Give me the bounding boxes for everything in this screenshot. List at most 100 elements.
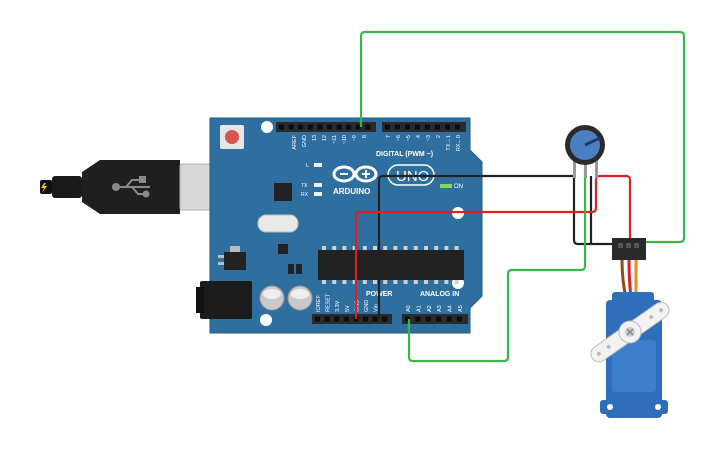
pin-hole[interactable] — [385, 124, 390, 130]
chip-pin — [434, 280, 439, 284]
digital-right-pin-label: TX→1 — [446, 135, 452, 151]
chip-pin — [342, 246, 347, 250]
analog-pin-label: A4 — [448, 305, 454, 312]
pin-hole[interactable] — [405, 316, 410, 322]
pin-hole[interactable] — [457, 316, 462, 322]
chip-pin — [352, 280, 357, 284]
servo-connector[interactable] — [612, 238, 646, 260]
chip-pin — [332, 280, 337, 284]
chip-pin — [393, 246, 398, 250]
digital-header-right — [382, 122, 466, 132]
digital-left-pin-label: 8 — [362, 135, 368, 138]
pin-hole[interactable] — [445, 124, 450, 130]
led-tx — [314, 183, 322, 187]
connector-pin — [618, 243, 623, 248]
digital-right-pin-label: ~6 — [396, 135, 402, 141]
analog-header-label: ANALOG IN — [420, 291, 459, 298]
mount-hole — [607, 404, 613, 410]
chip-pin — [393, 280, 398, 284]
chip-pin — [444, 246, 449, 250]
voltage-regulator — [224, 252, 246, 270]
pin-hole[interactable] — [363, 316, 368, 322]
pin-hole[interactable] — [425, 316, 431, 322]
analog-pin-label: A0 — [406, 305, 412, 312]
analog-pin-label: A5 — [458, 305, 464, 312]
regulator-pin — [218, 255, 224, 258]
power-pin-label: 5V — [345, 305, 351, 312]
chip-pin — [362, 280, 367, 284]
chip-pin — [322, 246, 326, 250]
digital-left-pin-label: GND — [302, 135, 308, 147]
pin-hole[interactable] — [315, 316, 320, 322]
pin-hole[interactable] — [446, 316, 452, 322]
pin-hole[interactable] — [336, 124, 342, 130]
pin-hole[interactable] — [395, 124, 400, 130]
potentiometer[interactable] — [565, 125, 605, 178]
digital-left-pin-label: 13 — [312, 135, 318, 141]
pin-hole[interactable] — [435, 124, 440, 130]
chip-pin — [332, 246, 337, 250]
pin-hole[interactable] — [279, 124, 284, 130]
status-leds: L TX RX ON — [301, 163, 463, 198]
pot-leg — [595, 160, 598, 178]
pin-hole[interactable] — [455, 124, 460, 130]
reset-button[interactable] — [225, 130, 239, 144]
power-pin-label: 3.3V — [335, 300, 341, 312]
pin-hole[interactable] — [436, 316, 442, 322]
digital-right-pin-label: 7 — [386, 135, 392, 138]
pin-hole[interactable] — [415, 124, 420, 130]
chip-pin — [424, 280, 428, 284]
pin-hole[interactable] — [343, 316, 349, 322]
pin-hole[interactable] — [405, 124, 410, 130]
servo-label-area — [612, 340, 656, 392]
pin-hole[interactable] — [346, 124, 352, 130]
pin-hole[interactable] — [307, 124, 313, 130]
pin-hole[interactable] — [327, 124, 332, 130]
pot-leg — [584, 160, 587, 178]
arduino-logo: ARDUINO — [332, 165, 378, 196]
pin-hole[interactable] — [425, 124, 430, 130]
pin-hole[interactable] — [324, 316, 330, 322]
pin-hole[interactable] — [415, 316, 421, 322]
servo-motor[interactable] — [588, 238, 673, 418]
digital-left-pin-label: 12 — [322, 135, 328, 141]
atmega-chip — [318, 246, 464, 284]
chip-pin — [413, 280, 418, 284]
power-pin-label: GND — [364, 300, 370, 312]
pin-hole[interactable] — [288, 124, 294, 130]
pin-hole[interactable] — [334, 316, 340, 322]
wire-5v-to-pot-and-servo[interactable] — [354, 174, 632, 319]
chip-pin — [322, 280, 326, 284]
chip-pin — [454, 246, 459, 250]
pin-hole[interactable] — [298, 124, 304, 130]
digital-right-pin-label: ~3 — [426, 135, 432, 141]
capacitor — [259, 285, 285, 311]
digital-right-pin-label: 2 — [436, 135, 442, 138]
chip-pin — [403, 246, 408, 250]
screw-cross-icon — [626, 328, 634, 336]
digital-right-pin-label: ~5 — [406, 135, 412, 141]
digital-right-pin-label: RX←0 — [456, 135, 462, 151]
pin-hole[interactable] — [382, 316, 388, 322]
chip-pin — [424, 246, 428, 250]
chip-pin — [444, 280, 449, 284]
led-tx-label: TX — [301, 183, 308, 189]
pin-hole[interactable] — [317, 124, 323, 130]
pin-hole[interactable] — [365, 124, 371, 130]
led-l — [314, 163, 322, 167]
led-rx-label: RX — [301, 192, 309, 198]
usb-cable-strain-relief — [52, 176, 82, 198]
led-l-label: L — [306, 163, 309, 169]
led-rx — [314, 192, 322, 196]
connector-pin — [626, 243, 631, 248]
pin-hole[interactable] — [355, 124, 361, 130]
chip-pin — [342, 280, 347, 284]
chip-pin — [373, 246, 377, 250]
pot-knob-indicator — [584, 136, 601, 147]
wire-pin9-to-servo-signal[interactable] — [359, 30, 686, 244]
pin-hole[interactable] — [372, 316, 378, 322]
analog-pin-label: A3 — [437, 305, 443, 312]
wire-a0-to-pot-wiper[interactable] — [407, 168, 587, 363]
